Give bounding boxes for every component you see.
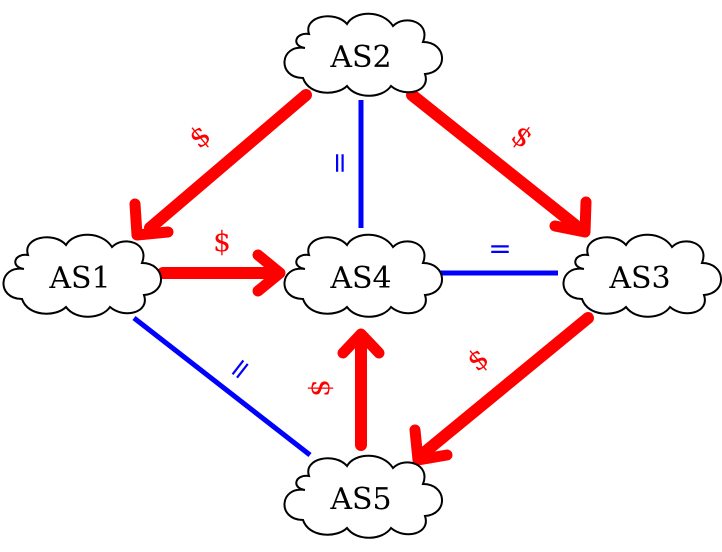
label-as1-as5: = — [219, 349, 259, 388]
arrowhead-as4-bottom — [337, 328, 385, 359]
node-label-as5: AS5 — [329, 482, 391, 517]
label-as2-as4: = — [324, 151, 357, 174]
node-as4: AS4 — [283, 233, 444, 318]
node-label-as1: AS1 — [48, 261, 110, 296]
node-as5: AS5 — [283, 454, 444, 539]
label-as5-as4: $ — [303, 379, 336, 397]
node-label-as4: AS4 — [329, 261, 391, 296]
edge-as3-as5 — [419, 312, 594, 458]
label-as3-as5: $ — [460, 341, 495, 378]
node-as3: AS3 — [562, 233, 722, 318]
edge-as1-as5 — [132, 316, 312, 457]
node-label-as3: AS3 — [608, 261, 670, 296]
arrowhead-as1 — [129, 198, 174, 241]
label-as2-as1: $ — [182, 118, 217, 155]
arrowhead-as5 — [409, 424, 453, 466]
node-as2: AS2 — [283, 12, 444, 97]
label-as4-as3: = — [488, 232, 511, 265]
node-label-as2: AS2 — [329, 40, 391, 75]
arrowhead-as3 — [549, 196, 592, 238]
edge-as2-as3 — [406, 89, 581, 231]
label-as2-as3: $ — [505, 118, 539, 155]
arrowhead-as4-left — [252, 249, 286, 297]
transit-edges — [129, 89, 594, 466]
edge-as2-as1 — [144, 89, 312, 234]
peering-edges — [132, 100, 558, 457]
label-as1-as4: $ — [213, 225, 231, 258]
node-as1: AS1 — [2, 233, 163, 318]
